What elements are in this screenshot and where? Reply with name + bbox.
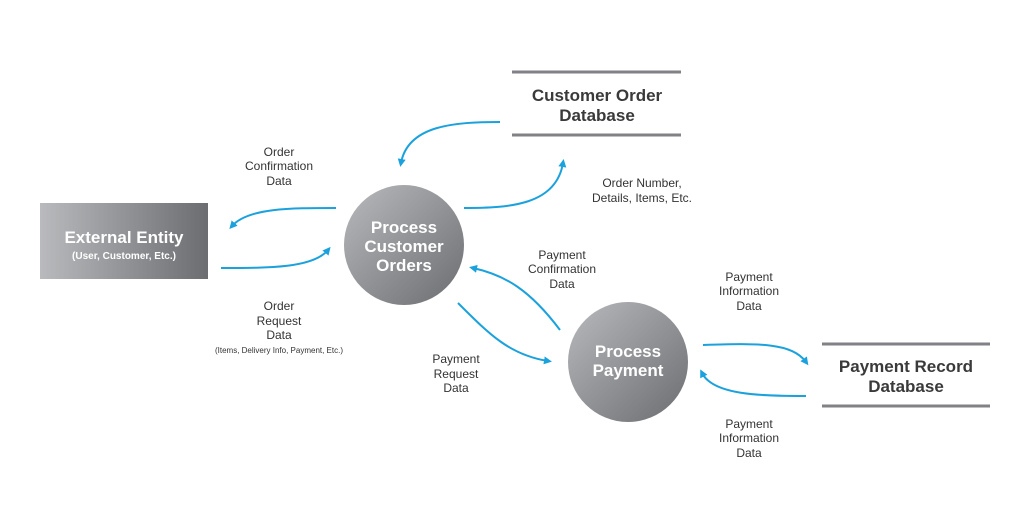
customer-order-database-store: Customer Order Database <box>512 70 681 137</box>
payment-record-db-line-2: Database <box>868 377 944 396</box>
process-orders-line-1: Process <box>371 218 437 237</box>
external-entity-box <box>40 203 208 279</box>
arrow-payment-to-record-db <box>702 343 809 366</box>
label-order-confirmation-line-3: Data <box>266 174 292 188</box>
arrow-payment-to-process-orders <box>469 264 561 331</box>
customer-order-db-line-1: Customer Order <box>532 86 663 105</box>
label-payment-info-out-line-1: Payment <box>725 270 773 284</box>
process-orders-line-2: Customer <box>364 237 444 256</box>
label-payment-info-in-line-2: Information <box>719 431 779 445</box>
label-payment-request-line-1: Payment <box>432 352 480 366</box>
label-order-request-note: (Items, Delivery Info, Payment, Etc.) <box>215 346 343 355</box>
label-payment-request-line-2: Request <box>434 367 479 381</box>
label-order-request: Order Request Data (Items, Delivery Info… <box>215 299 343 355</box>
label-order-confirmation-line-1: Order <box>264 145 295 159</box>
arrow-db-to-process-orders <box>397 121 501 167</box>
arrow-entity-to-process-orders <box>220 246 331 269</box>
payment-record-db-line-1: Payment Record <box>839 357 973 376</box>
arrow-process-orders-to-db <box>463 159 567 209</box>
label-order-request-line-3: Data <box>266 328 292 342</box>
process-customer-orders-node: Process Customer Orders <box>344 185 464 305</box>
label-payment-info-out-line-3: Data <box>736 299 762 313</box>
external-entity-node: External Entity (User, Customer, Etc.) <box>40 203 208 279</box>
external-entity-title: External Entity <box>64 228 184 247</box>
label-payment-request: Payment Request Data <box>432 352 480 395</box>
external-entity-subtitle: (User, Customer, Etc.) <box>72 251 176 262</box>
label-payment-confirmation-line-3: Data <box>549 277 575 291</box>
label-payment-request-line-3: Data <box>443 381 469 395</box>
arrow-record-db-to-payment <box>700 369 807 397</box>
process-payment-node: Process Payment <box>568 302 688 422</box>
process-orders-circle <box>344 185 464 305</box>
label-payment-confirmation-line-1: Payment <box>538 248 586 262</box>
label-order-number-line-2: Details, Items, Etc. <box>592 191 692 205</box>
arrow-process-orders-to-entity <box>229 207 337 229</box>
process-payment-line-2: Payment <box>593 361 664 380</box>
process-orders-line-3: Orders <box>376 256 432 275</box>
label-order-number-line-1: Order Number, <box>602 176 681 190</box>
payment-record-database-store: Payment Record Database <box>822 342 990 408</box>
label-payment-info-out-line-2: Information <box>719 284 779 298</box>
process-payment-line-1: Process <box>595 342 661 361</box>
arrow-process-orders-to-payment <box>457 302 552 365</box>
process-payment-circle <box>568 302 688 422</box>
label-order-number: Order Number, Details, Items, Etc. <box>592 176 692 205</box>
label-order-confirmation-line-2: Confirmation <box>245 159 313 173</box>
label-payment-confirmation: Payment Confirmation Data <box>528 248 596 291</box>
label-order-request-line-2: Request <box>257 314 302 328</box>
customer-order-db-line-2: Database <box>559 106 635 125</box>
label-order-request-line-1: Order <box>264 299 295 313</box>
label-payment-confirmation-line-2: Confirmation <box>528 262 596 276</box>
label-order-confirmation: Order Confirmation Data <box>245 145 313 188</box>
label-payment-info-in: Payment Information Data <box>719 417 779 460</box>
label-payment-info-in-line-1: Payment <box>725 417 773 431</box>
label-payment-info-in-line-3: Data <box>736 446 762 460</box>
label-payment-info-out: Payment Information Data <box>719 270 779 313</box>
